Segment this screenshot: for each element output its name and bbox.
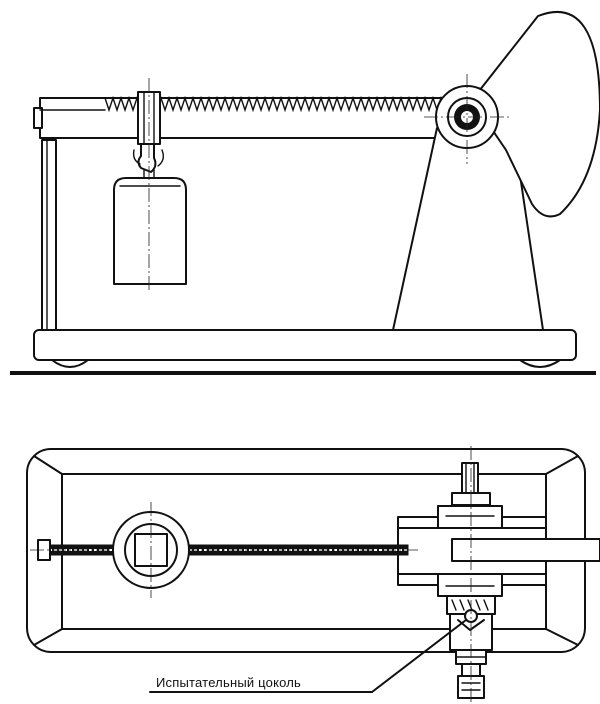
top-spindle	[461, 462, 479, 494]
beam-end-cap	[33, 107, 43, 129]
wheel-right	[519, 359, 561, 368]
top-view	[26, 446, 600, 702]
horizontal-beam	[39, 97, 461, 139]
side-view	[10, 10, 600, 375]
test-socket-label: Испытательный цоколь	[156, 675, 302, 690]
leader-line	[371, 619, 467, 693]
rack-teeth	[104, 95, 458, 113]
wheel-left	[51, 359, 89, 368]
base-plate	[33, 329, 577, 361]
pendulum-sector	[471, 10, 600, 218]
hook	[137, 143, 157, 173]
main-shaft	[451, 538, 600, 562]
weight	[113, 177, 187, 285]
vertical-post	[41, 139, 57, 331]
